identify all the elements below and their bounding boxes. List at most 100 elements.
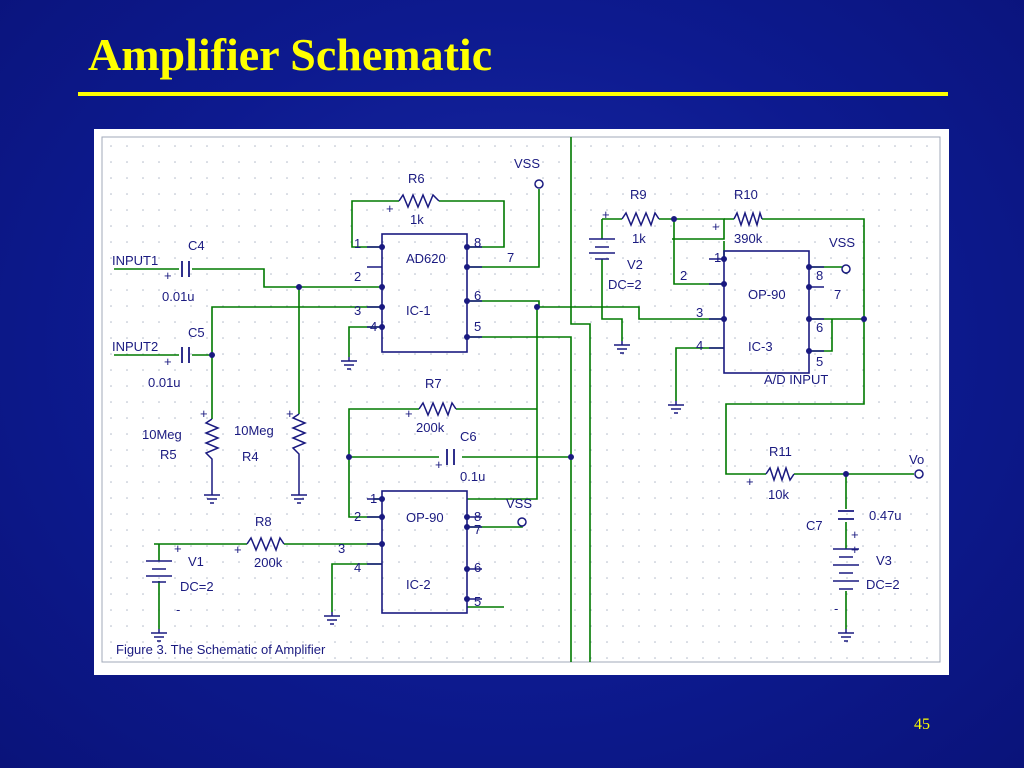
r5-resistor: [204, 418, 220, 491]
ground-symbol: [614, 341, 630, 354]
pin-number: 4: [370, 319, 377, 334]
c5-capacitor: [181, 347, 190, 363]
plus-sign: +: [234, 542, 242, 557]
pin-number: 8: [474, 509, 481, 524]
junction-node: [806, 348, 812, 354]
junction-node: [568, 454, 574, 460]
junction-node: [843, 471, 849, 477]
vo-label: Vo: [909, 452, 924, 467]
grid-area: [101, 136, 941, 663]
junction-node: [464, 298, 470, 304]
r9-label: R9: [630, 187, 647, 202]
pin-number: 4: [696, 338, 703, 353]
c7-capacitor: [838, 510, 854, 520]
r10-resistor: [733, 210, 763, 228]
plus-sign: +: [164, 354, 172, 369]
r8-resistor: [246, 536, 285, 553]
vss-label: VSS: [514, 156, 540, 171]
ic2-body: [381, 490, 468, 614]
junction-node: [721, 316, 727, 322]
junction-node: [671, 216, 677, 222]
v3-value: DC=2: [866, 577, 900, 592]
c4-value: 0.01u: [162, 289, 195, 304]
plus-sign: +: [712, 219, 720, 234]
junction-node: [209, 352, 215, 358]
ground-symbol: [838, 629, 854, 642]
ic1-part-label: AD620: [406, 251, 446, 266]
junction-node: [806, 264, 812, 270]
junction-node: [464, 264, 470, 270]
plus-sign: +: [164, 268, 172, 283]
c4-label: C4: [188, 238, 205, 253]
ground-symbol: [291, 491, 307, 504]
pin-number: 8: [474, 235, 481, 250]
v2-battery: [589, 238, 615, 260]
minus-sign: -: [176, 602, 180, 617]
v1-label: V1: [188, 554, 204, 569]
ic2-part-label: OP-90: [406, 510, 444, 525]
pin-number: 7: [507, 250, 514, 265]
junction-node: [464, 596, 470, 602]
ground-symbol: [204, 491, 220, 504]
minus-sign: -: [834, 601, 838, 616]
r6-value: 1k: [410, 212, 424, 227]
schematic-diagram: AD620 IC-1 OP-90 IC-2 OP-90 IC-3 1 2 3 4…: [101, 136, 941, 663]
junction-node: [379, 514, 385, 520]
v1-value: DC=2: [180, 579, 214, 594]
pin-number: 3: [338, 541, 345, 556]
slide-title: Amplifier Schematic: [88, 29, 493, 80]
v2-label: V2: [627, 257, 643, 272]
c6-label: C6: [460, 429, 477, 444]
junction-node: [379, 304, 385, 310]
r7-resistor: [418, 401, 457, 418]
ic3-part-label: OP-90: [748, 287, 786, 302]
plus-sign: +: [602, 207, 610, 222]
r7-value: 200k: [416, 420, 445, 435]
plus-sign: +: [851, 527, 859, 542]
v3-label: V3: [876, 553, 892, 568]
pin-number: 1: [354, 236, 361, 251]
pin-number: 1: [370, 491, 377, 506]
r5-value: 10Meg: [142, 427, 182, 442]
junction-node: [861, 316, 867, 322]
ground-symbol: [324, 612, 340, 625]
junction-node: [534, 304, 540, 310]
plus-sign: +: [386, 201, 394, 216]
junction-node: [379, 324, 385, 330]
r10-label: R10: [734, 187, 758, 202]
pin-number: 5: [474, 594, 481, 609]
vss-terminal: [517, 517, 527, 527]
r4-label: R4: [242, 449, 259, 464]
pin-number: 6: [474, 560, 481, 575]
ic1-ref-label: IC-1: [406, 303, 431, 318]
v3-battery: [833, 548, 859, 590]
junction-node: [379, 541, 385, 547]
junction-node: [346, 454, 352, 460]
junction-node: [379, 496, 385, 502]
pin-number: 6: [816, 320, 823, 335]
r11-label: R11: [769, 444, 792, 459]
vo-terminal: [914, 469, 924, 479]
schematic-figure: AD620 IC-1 OP-90 IC-2 OP-90 IC-3 1 2 3 4…: [94, 129, 949, 675]
c5-value: 0.01u: [148, 375, 181, 390]
junction-node: [806, 284, 812, 290]
r6-label: R6: [408, 171, 425, 186]
junction-node: [806, 316, 812, 322]
r4-resistor: [291, 413, 307, 491]
r5-label: R5: [160, 447, 177, 462]
junction-node: [464, 566, 470, 572]
plus-sign: +: [851, 542, 859, 557]
r7-label: R7: [425, 376, 442, 391]
c7-label: C7: [806, 518, 823, 533]
pin-number: 1: [714, 250, 721, 265]
r4-value: 10Meg: [234, 423, 274, 438]
vss-terminal: [534, 179, 544, 189]
c4-capacitor: [181, 261, 190, 277]
title-underline: [78, 92, 948, 96]
ic2-ref-label: IC-2: [406, 577, 431, 592]
page-number: 45: [914, 716, 930, 733]
r8-label: R8: [255, 514, 272, 529]
junction-node: [721, 256, 727, 262]
junction-node: [379, 244, 385, 250]
v2-value: DC=2: [608, 277, 642, 292]
